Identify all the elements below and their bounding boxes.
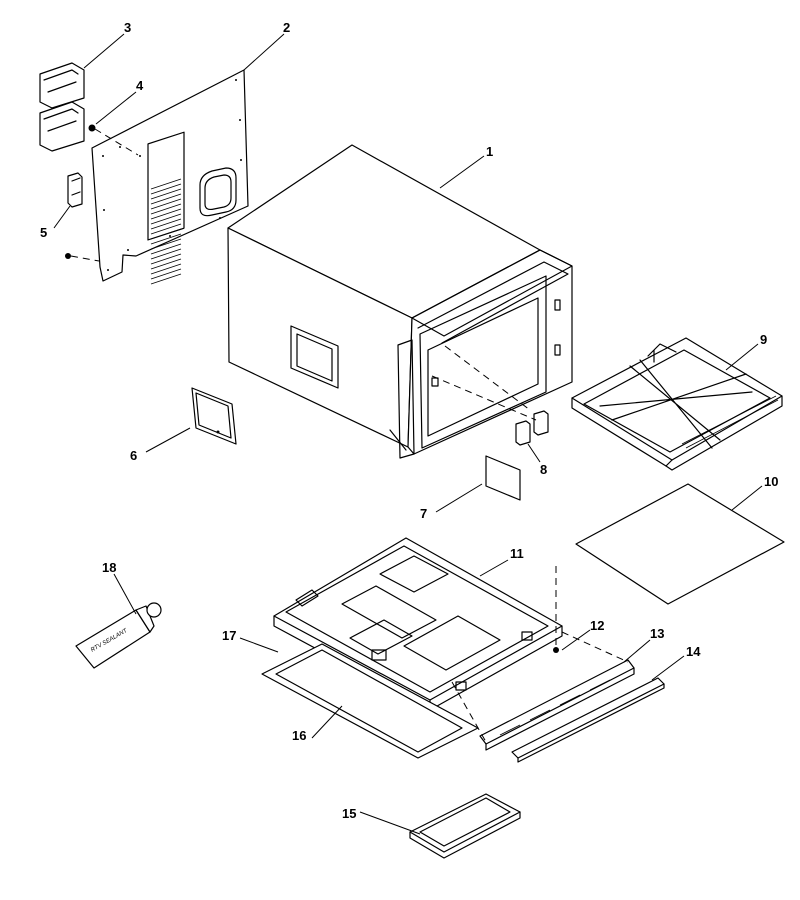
sealant-tube-part: RTV SEALANT xyxy=(75,602,162,669)
gasket-square-part xyxy=(485,455,521,501)
oven-cabinet-part xyxy=(227,144,573,459)
base-screw-part xyxy=(553,566,559,653)
screw-part xyxy=(65,124,139,262)
bracket-part-lower xyxy=(39,101,85,152)
callout-14: 14 xyxy=(686,644,701,659)
filter-tray-part xyxy=(409,793,521,859)
base-frame-part xyxy=(273,537,563,711)
rail-bracket-part xyxy=(451,631,635,751)
callout-5: 5 xyxy=(40,225,47,240)
spacer-part xyxy=(431,345,549,446)
callout-6: 6 xyxy=(130,448,137,463)
rack-tray-part xyxy=(571,337,783,471)
glass-plate-part xyxy=(575,483,785,605)
callout-18: 18 xyxy=(102,560,116,575)
trim-strip-part xyxy=(511,677,665,763)
callout-16: 16 xyxy=(292,728,306,743)
callout-15: 15 xyxy=(342,806,356,821)
clip-part xyxy=(67,172,83,208)
bracket-part-upper xyxy=(39,62,85,109)
callout-13: 13 xyxy=(650,626,664,641)
callout-12: 12 xyxy=(590,618,604,633)
callout-7: 7 xyxy=(420,506,427,521)
back-panel-part xyxy=(91,69,249,285)
callout-8: 8 xyxy=(540,462,547,477)
callout-10: 10 xyxy=(764,474,778,489)
callout-9: 9 xyxy=(760,332,767,347)
leader-lines xyxy=(53,33,763,835)
cover-plate-part xyxy=(191,387,237,445)
callout-2: 2 xyxy=(283,20,290,35)
callout-4: 4 xyxy=(136,78,144,93)
callout-11: 11 xyxy=(510,546,524,561)
callout-numbers: 1 2 3 4 5 6 7 8 9 10 11 12 13 14 15 16 1… xyxy=(40,20,778,821)
callout-17: 17 xyxy=(222,628,236,643)
callout-1: 1 xyxy=(486,144,493,159)
callout-3: 3 xyxy=(124,20,131,35)
